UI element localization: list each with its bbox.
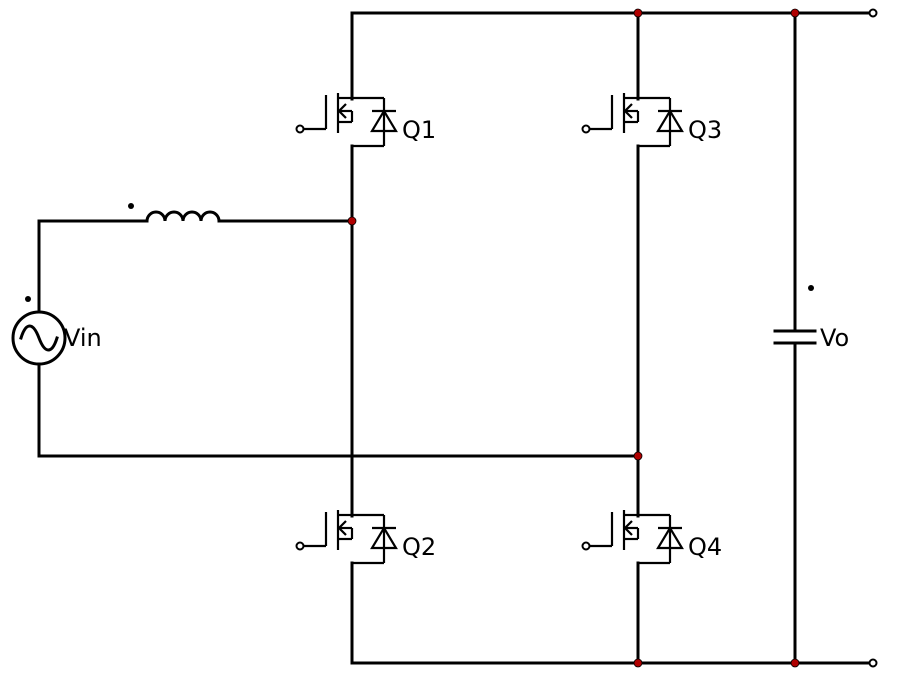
switch-q1-label: Q1 bbox=[402, 116, 436, 144]
source-label: Vin bbox=[64, 324, 102, 352]
output-terminals bbox=[868, 8, 878, 668]
inductor-coil bbox=[145, 210, 221, 223]
switch-q4: Q4 bbox=[581, 508, 722, 565]
switch-q4-label: Q4 bbox=[688, 533, 722, 561]
junctions bbox=[347, 8, 800, 668]
source-polarity-dot bbox=[25, 296, 31, 302]
output-terminal-top bbox=[868, 8, 878, 18]
junction-top-right-leg bbox=[633, 8, 643, 18]
capacitor-label: Vo bbox=[820, 324, 849, 352]
switch-q3-label: Q3 bbox=[688, 116, 722, 144]
ac-source-circle bbox=[11, 310, 67, 366]
inductor-polarity-dot bbox=[128, 203, 134, 209]
junction-bottom-capacitor bbox=[790, 658, 800, 668]
switch-q2-label: Q2 bbox=[402, 533, 436, 561]
wires bbox=[37, 11, 875, 665]
sine-wave-icon bbox=[19, 324, 59, 352]
inductor bbox=[128, 203, 221, 223]
capacitor-polarity-dot bbox=[808, 285, 814, 291]
switch-q3: Q3 bbox=[581, 91, 722, 148]
junction-left-midpoint bbox=[347, 216, 357, 226]
switch-q2: Q2 bbox=[295, 508, 436, 565]
junction-top-capacitor bbox=[790, 8, 800, 18]
capacitor: Vo bbox=[773, 285, 849, 352]
junction-right-midpoint bbox=[633, 451, 643, 461]
output-terminal-bottom bbox=[868, 658, 878, 668]
switch-q1: Q1 bbox=[295, 91, 436, 148]
junction-bottom-right-leg bbox=[633, 658, 643, 668]
ac-source: Vin bbox=[11, 296, 102, 366]
